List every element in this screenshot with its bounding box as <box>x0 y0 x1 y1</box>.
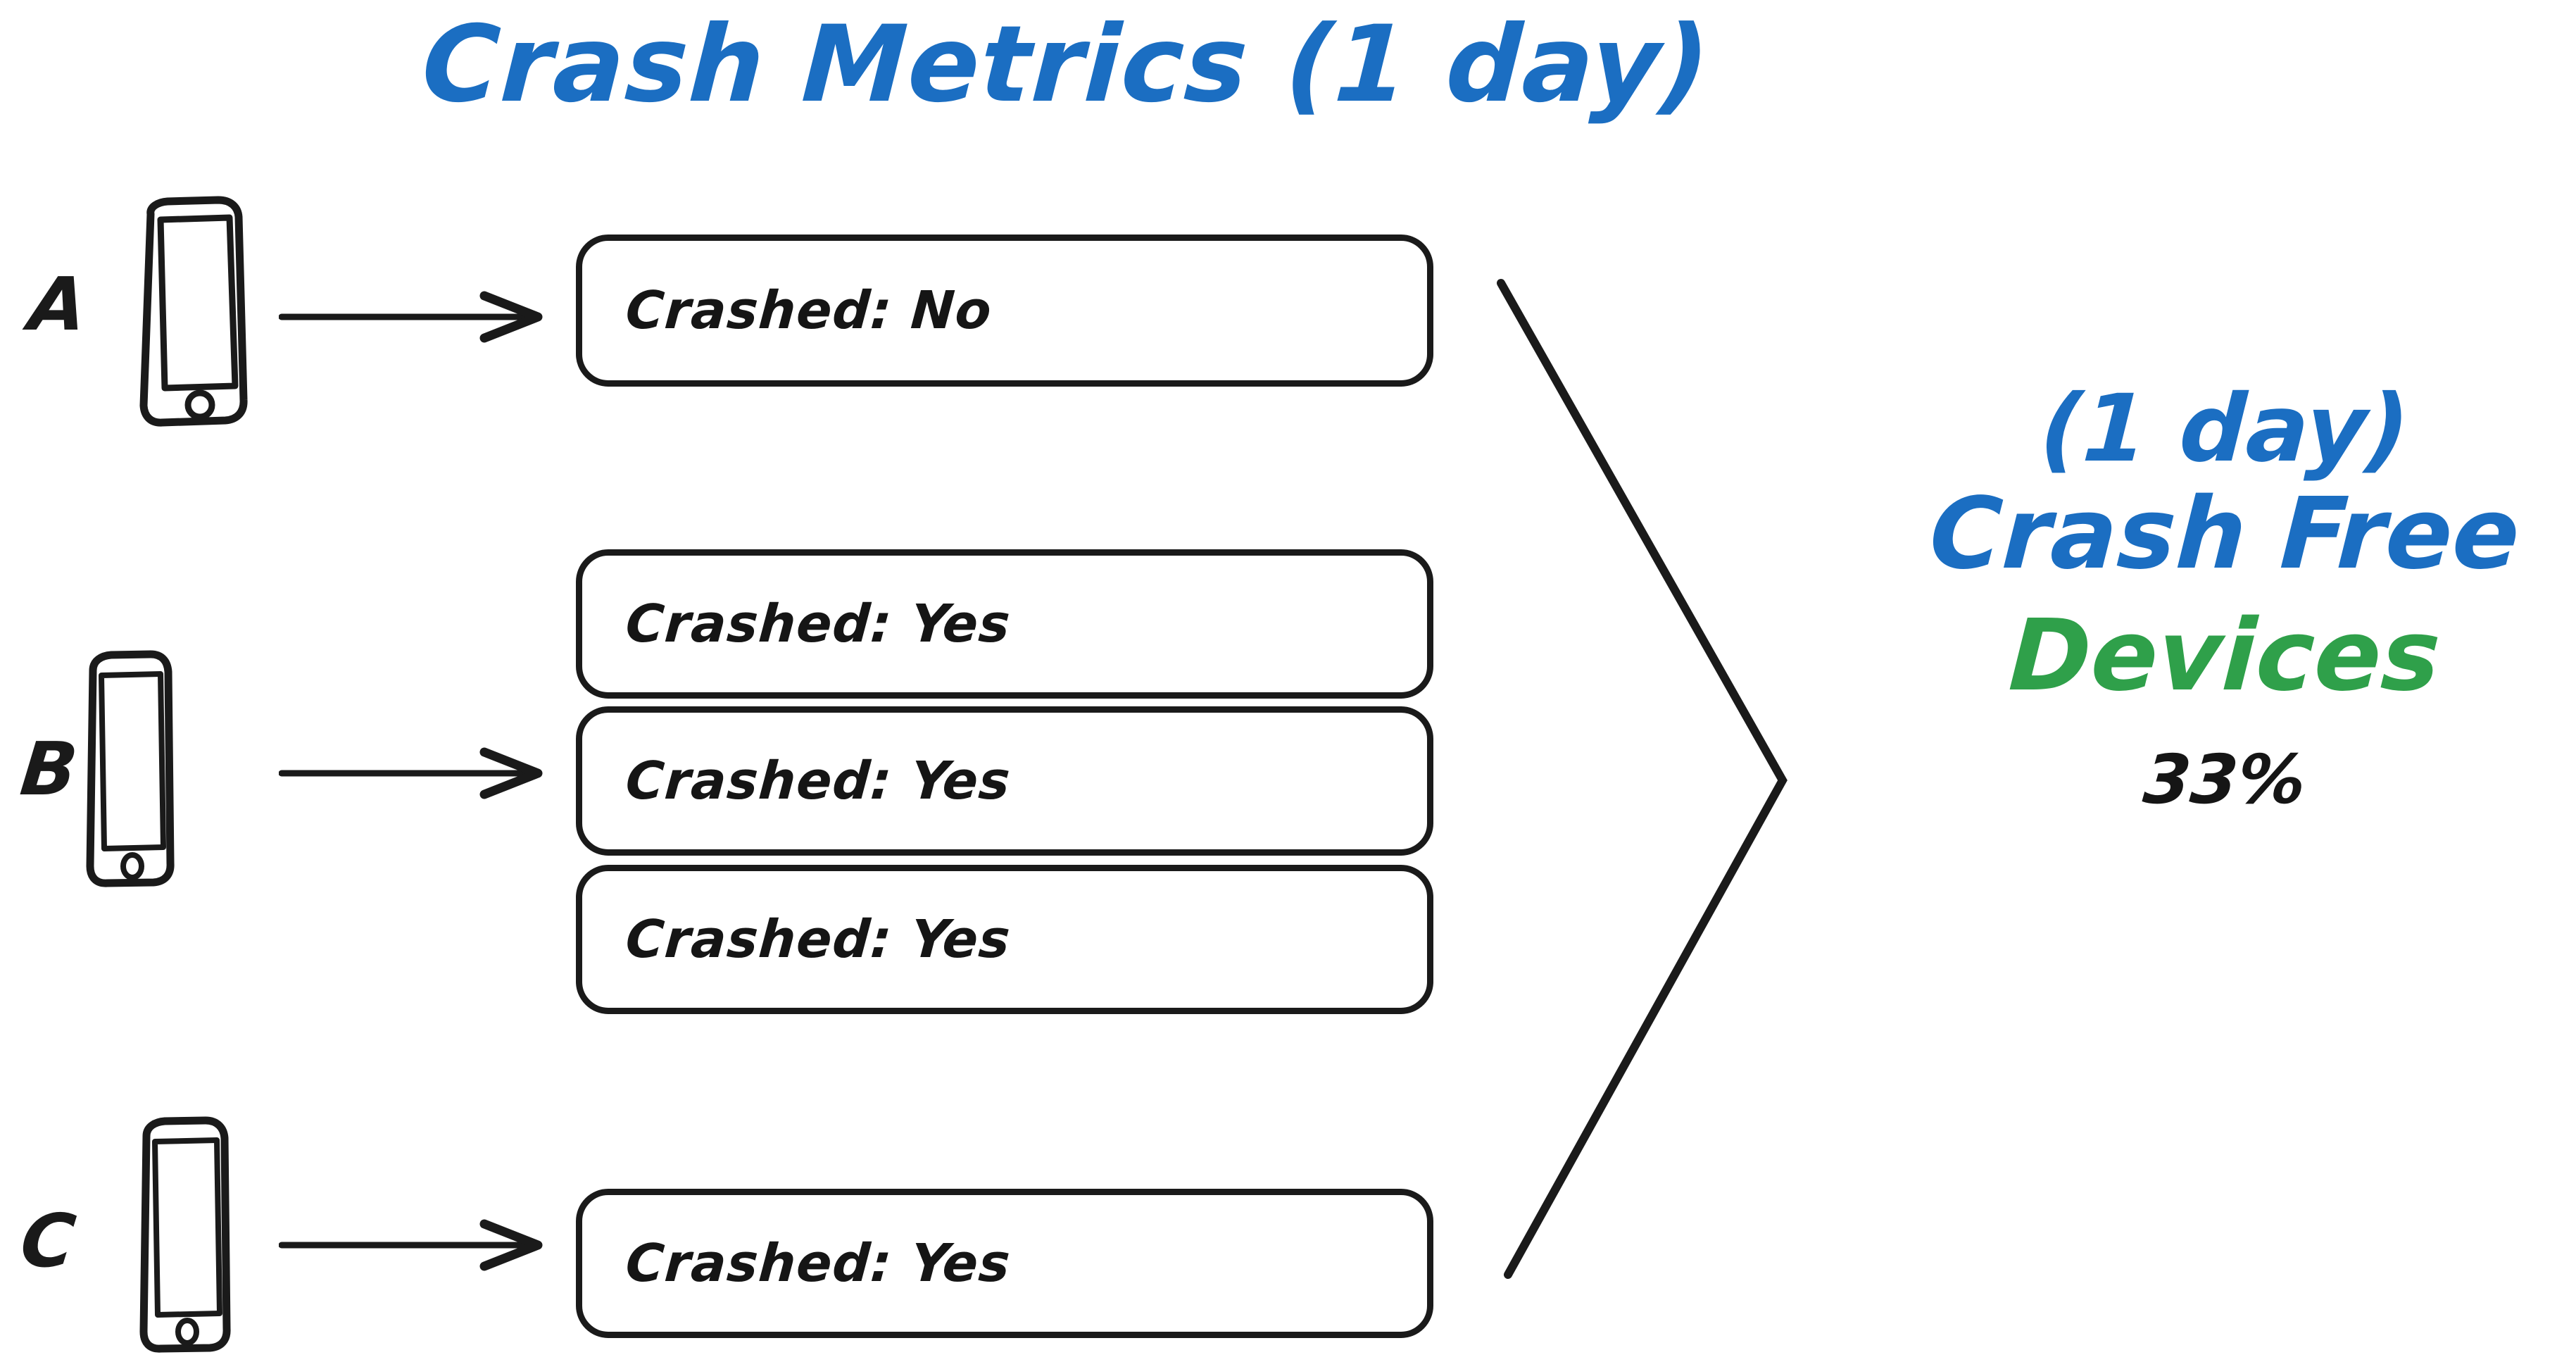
event-text: Crashed: Yes <box>623 1233 1013 1294</box>
event-box[interactable]: Crashed: Yes <box>576 1189 1433 1338</box>
arrow-right-icon <box>279 1210 553 1280</box>
chevron-right-bracket-icon <box>1464 268 1830 1296</box>
event-box[interactable]: Crashed: Yes <box>576 549 1433 699</box>
event-text: Crashed: Yes <box>623 594 1013 654</box>
event-text: Crashed: Yes <box>623 751 1013 811</box>
event-text: Crashed: Yes <box>623 909 1013 970</box>
summary-metric-label: Crash Free <box>1927 476 2522 592</box>
event-box[interactable]: Crashed: Yes <box>576 706 1433 856</box>
page-title: Crash Metrics (1 day) <box>419 4 1714 126</box>
summary-panel: (1 day) Crash Free Devices 33% <box>1887 375 2563 819</box>
device-label-a: A <box>25 261 91 347</box>
event-text: Crashed: No <box>623 280 994 341</box>
arrow-right-icon <box>279 738 553 808</box>
summary-value: 33% <box>2140 739 2309 819</box>
summary-subject-label: Devices <box>2006 598 2444 713</box>
device-label-c: C <box>16 1198 80 1284</box>
phone-icon <box>127 1116 239 1356</box>
phone-icon <box>76 648 182 891</box>
event-box[interactable]: Crashed: Yes <box>576 865 1433 1014</box>
arrow-right-icon <box>279 282 553 352</box>
device-label-b: B <box>16 726 82 812</box>
phone-icon <box>125 196 252 428</box>
summary-duration: (1 day) <box>2037 375 2413 483</box>
event-box[interactable]: Crashed: No <box>576 235 1433 387</box>
